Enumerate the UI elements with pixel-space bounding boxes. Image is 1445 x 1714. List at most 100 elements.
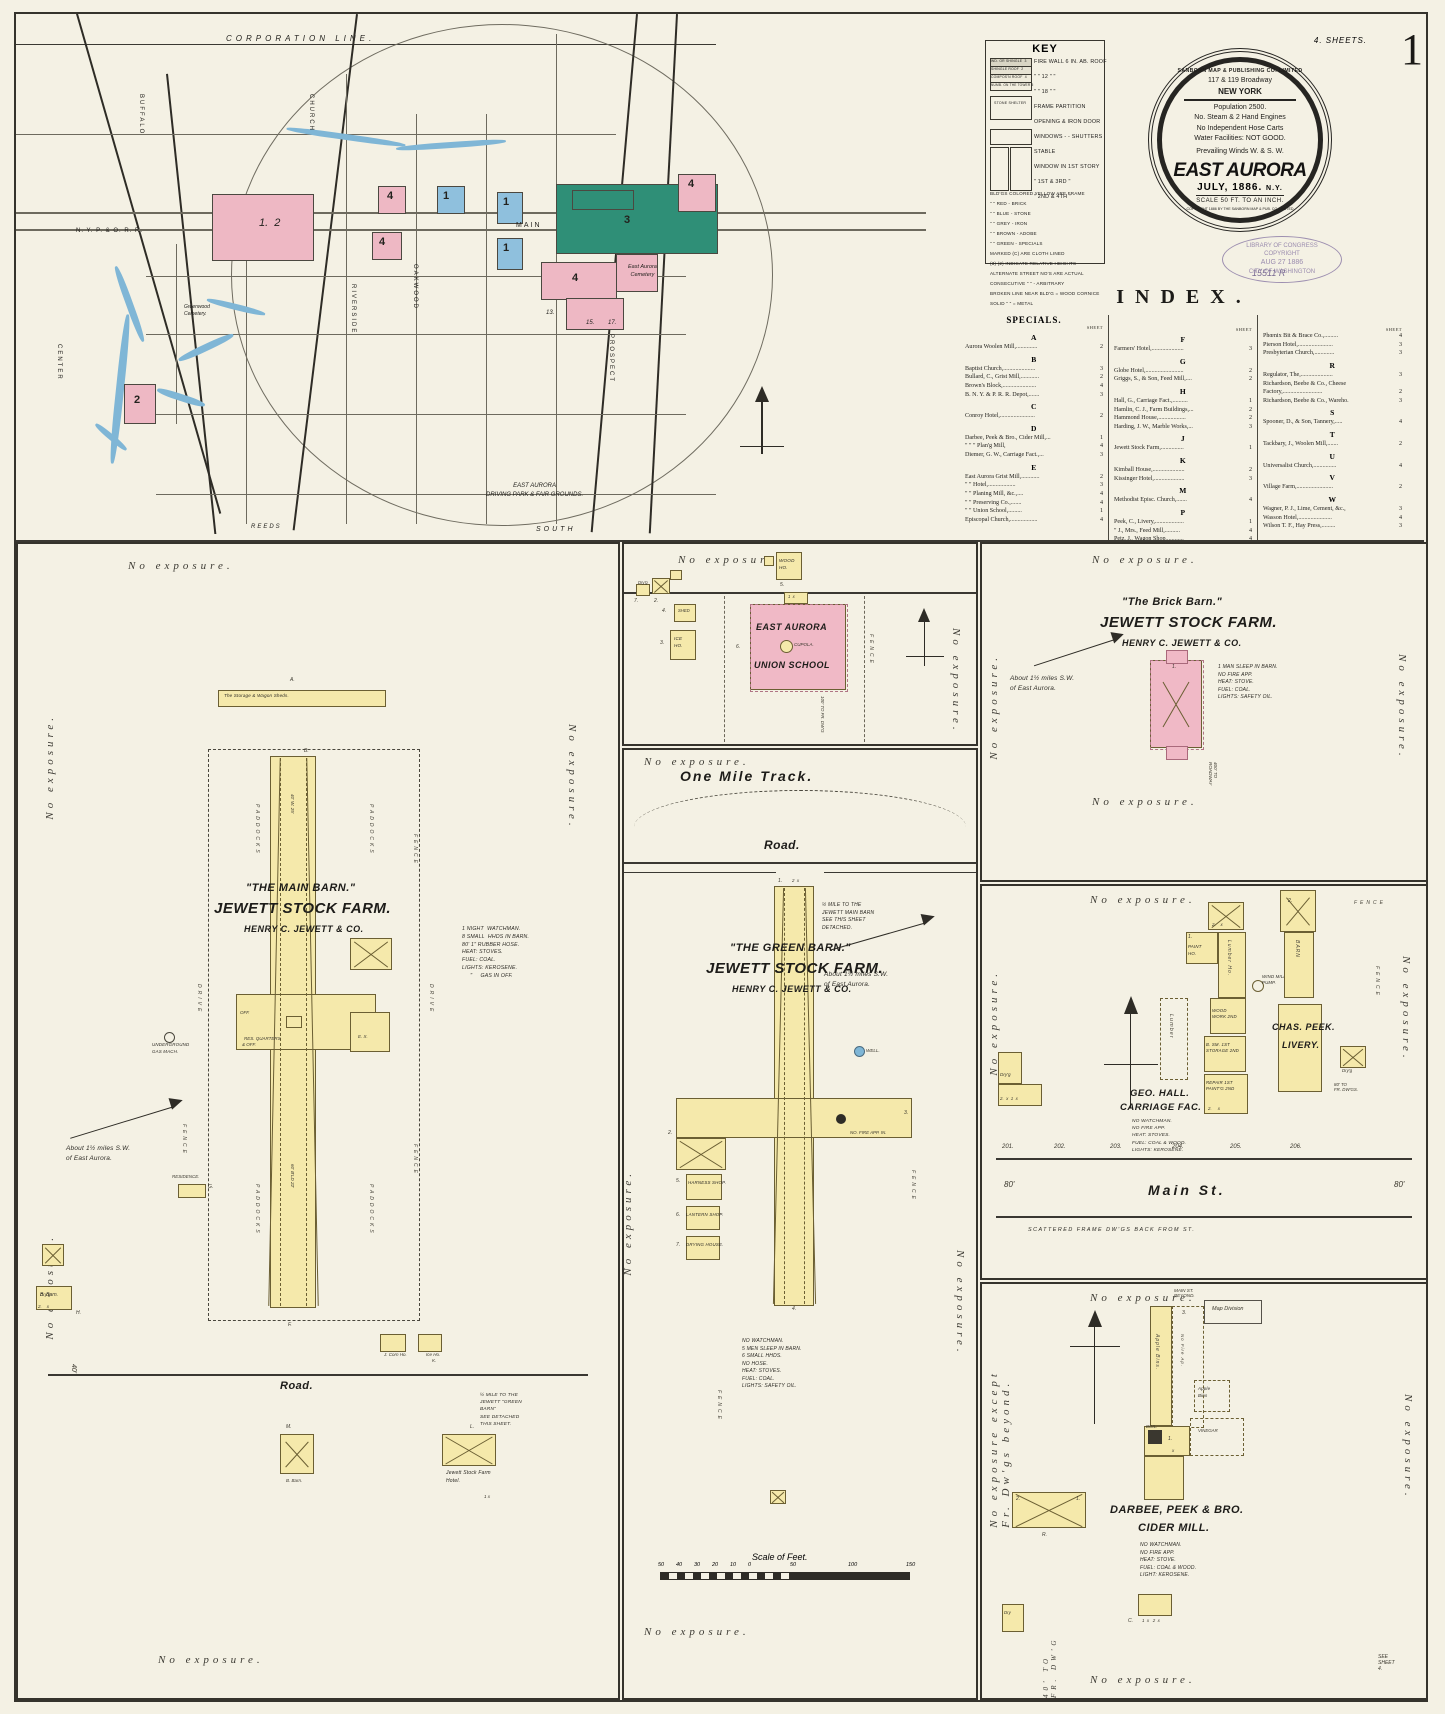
- index-entry[interactable]: Richardson, Beebe & Co., Wareho.3: [1263, 397, 1402, 406]
- no-exposure-label: No exposure.: [954, 1250, 966, 1356]
- seal-address: 117 & 119 Broadway: [1208, 76, 1272, 84]
- index-entry[interactable]: Harding, J. W., Marble Works,...3: [1114, 423, 1252, 432]
- seal-engines: No. Steam & 2 Hand Engines: [1194, 114, 1286, 122]
- index-entry[interactable]: Presbyterian Church,.............3: [1263, 349, 1402, 358]
- index-entry[interactable]: Farmers' Hotel,.....................3: [1114, 345, 1252, 354]
- no-exposure-label: No exposure.: [644, 1626, 750, 1638]
- index-entry[interactable]: Bullard, C., Grist Mill,............2: [965, 373, 1103, 382]
- no-exposure-label: No exposure.: [128, 560, 234, 572]
- index-entry[interactable]: Factory,..........................2: [1263, 388, 1402, 397]
- sheet-number: 1: [1401, 25, 1423, 74]
- underground-gas-label: UNDERGROUND GAS MACH.: [152, 1042, 190, 1054]
- dry-label: Dry: [1004, 1610, 1011, 1615]
- street-address-number: 205.: [1230, 1144, 1242, 1150]
- index-entry[interactable]: Spooner, D., & Son, Tannery,.....4: [1263, 418, 1402, 427]
- key-line: BLD'GS COLORED YELLOW ARE FRAME: [990, 191, 1085, 196]
- paint-house-label: PAINT HO.: [1188, 944, 1202, 956]
- index-entry-sheet: 4: [1398, 514, 1402, 521]
- dim-label: 2. x: [1212, 922, 1223, 927]
- index-entry[interactable]: Hammond House,..................2: [1114, 414, 1252, 423]
- index-entry-sheet: 2: [1099, 374, 1103, 381]
- index-entry[interactable]: Kissinger Hotel,....................3: [1114, 475, 1252, 484]
- index-entry-name: Factory,..........................: [1263, 389, 1323, 396]
- dim-label: 2. x: [1208, 1106, 1220, 1111]
- no-exposure-label: No exposure.: [678, 554, 784, 566]
- key-line: CONSECUTIVE " " - ARBITRARY: [990, 281, 1065, 286]
- index-entry[interactable]: " " Preserving Co.,.......4: [965, 499, 1103, 508]
- index-entry[interactable]: Diemer, G. W., Carriage Fact.,...3: [965, 451, 1103, 460]
- index-entry[interactable]: Wilson T. F., Hay Press,.........3: [1263, 522, 1402, 531]
- dim-label: OFF.: [240, 1010, 250, 1015]
- index-entry[interactable]: Universalist Church,...............4: [1263, 462, 1402, 471]
- index-entry[interactable]: Petz, J., Wagon Shop,...........4: [1114, 535, 1252, 544]
- brick-barn-title-quote: "The Brick Barn.": [1122, 596, 1223, 608]
- index-letter-heading: V: [1329, 473, 1336, 483]
- dim-label: 5.: [676, 1178, 681, 1184]
- dim-label: R.: [1042, 1532, 1047, 1538]
- key-line: " 2ND & 4TH ": [1034, 194, 1071, 200]
- panel-main-barn: No exposure. No exposure. No exposure. N…: [16, 542, 620, 1700]
- index-entry[interactable]: Hall, G., Carriage Fact.,..........1: [1114, 397, 1252, 406]
- key-swatch-label: STONE SHELTER: [994, 101, 1027, 105]
- dim-label: 2.: [1016, 1496, 1021, 1502]
- index-entry[interactable]: Episcopal Church,..................4: [965, 516, 1103, 525]
- index-entry[interactable]: Village Farm,........................2: [1263, 483, 1402, 492]
- index-entry[interactable]: Globe Hotel,.........................2: [1114, 367, 1252, 376]
- index-entry[interactable]: Regulator, The,.....................3: [1263, 371, 1402, 380]
- key-line: " " GREY - IRON: [990, 221, 1028, 226]
- dry-label: Dry'g: [638, 580, 648, 585]
- index-entry-name: Baptist Church,.....................: [965, 365, 1036, 372]
- paddocks-label: PADDOCKS: [254, 804, 260, 856]
- index-entry[interactable]: Conroy Hotel,.......................2: [965, 412, 1103, 421]
- index-entry[interactable]: Tackbary, J., Woolen Mill,.......2: [1263, 440, 1402, 449]
- key-line: " " 18 " ": [1034, 89, 1056, 95]
- index-entry[interactable]: B. N. Y. & P. R. R. Depot,.......3: [965, 391, 1103, 400]
- index-entry[interactable]: Brown's Block,......................4: [965, 382, 1103, 391]
- index-entry[interactable]: Kimball House,.....................2: [1114, 466, 1252, 475]
- index-letter-heading: P: [1180, 508, 1186, 518]
- index-entry[interactable]: Peek, C., Livery,...................1: [1114, 518, 1252, 527]
- index-entry[interactable]: " J., Mrs., Feed Mill,..........4: [1114, 527, 1252, 536]
- index-letter-heading: M: [1179, 486, 1187, 496]
- index-entry[interactable]: Wasson Hotel,......................4: [1263, 514, 1402, 523]
- building-number: 7.: [634, 598, 639, 604]
- dim-label: K.: [432, 1358, 437, 1363]
- index-entry[interactable]: Aurora Woolen Mill,..............2: [965, 343, 1103, 352]
- index-entry[interactable]: Methodist Episc. Church,.......4: [1114, 496, 1252, 505]
- dim-label: 4.: [792, 1306, 797, 1312]
- index-entry[interactable]: Darbee, Peek & Bro., Cider Mill,...1: [965, 434, 1103, 443]
- index-entry[interactable]: East Aurora Grist Mill,............2: [965, 473, 1103, 482]
- index-entry-sheet: 3: [1398, 371, 1402, 378]
- shed-label: SHED: [678, 608, 690, 613]
- stamp-number: 15511 R: [1252, 268, 1286, 278]
- building-number: 5.: [780, 582, 785, 588]
- index-letter-heading: R: [1329, 360, 1336, 370]
- index-entry[interactable]: " " " Plan'g Mill,4: [965, 442, 1103, 451]
- index-entry[interactable]: Hamlin, C. J., Farm Buildings,...2: [1114, 406, 1252, 415]
- index-entry[interactable]: Baptist Church,.....................3: [965, 365, 1103, 374]
- carriage-factory-label-1: GEO. HALL.: [1130, 1088, 1190, 1099]
- index-entry[interactable]: Wagner, P. J., Lime, Cement, &c.,3: [1263, 505, 1402, 514]
- dim-label: 2. x: [38, 1304, 50, 1309]
- index-entry[interactable]: Jewett Stock Farm,...............1: [1114, 444, 1252, 453]
- index-entry[interactable]: Phœnix Bit & Brace Co.,.........4: [1263, 332, 1402, 341]
- index-entry[interactable]: Pierson Hotel,.......................3: [1263, 341, 1402, 350]
- fence-label: FENCE: [412, 1144, 418, 1176]
- index-entry[interactable]: Griggs, S., & Son, Feed Mill,....2: [1114, 375, 1252, 384]
- map-division-label: Map Division: [1212, 1306, 1244, 1312]
- index-entry[interactable]: Richardson, Beebe & Co., Cheese: [1263, 380, 1402, 389]
- index-entry-name: " J., Mrs., Feed Mill,..........: [1114, 527, 1180, 534]
- index-entry-sheet: 4: [1398, 333, 1402, 339]
- drying-label: B. Barn.: [40, 1292, 59, 1298]
- dim-label: 2.: [1288, 898, 1293, 904]
- key-line: STABLE: [1034, 149, 1056, 155]
- block-number: 4: [688, 178, 695, 190]
- index-entry[interactable]: " " Planing Mill, &c.,....4: [965, 490, 1103, 499]
- index-entry[interactable]: " " Hotel,..................3: [965, 481, 1103, 490]
- cider-mill-notes: NO WATCHMAN. NO FIRE APP. HEAT: STOVE. F…: [1140, 1542, 1197, 1578]
- index-entry[interactable]: " " Union School,.........1: [965, 507, 1103, 516]
- index-entry-sheet: 3: [1099, 391, 1103, 398]
- sanborn-publisher-seal: SANBORN MAP & PUBLISHING CO. LIMITED 117…: [1148, 48, 1332, 232]
- index-letter-heading: W: [1328, 495, 1337, 505]
